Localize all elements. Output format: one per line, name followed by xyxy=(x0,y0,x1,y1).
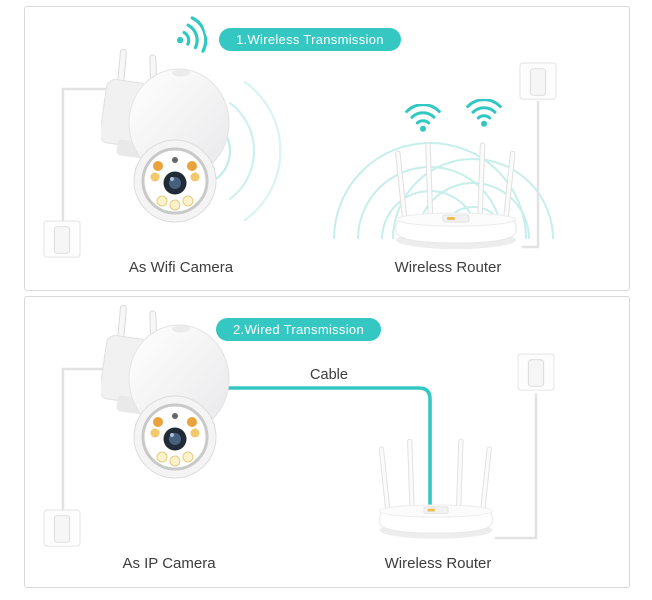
wireless-router-label: Wireless Router xyxy=(394,259,502,276)
router-power-cord xyxy=(522,101,540,249)
wall-outlet-icon xyxy=(519,62,557,100)
wireless-router-illustration xyxy=(378,438,493,540)
ethernet-cable-line xyxy=(211,386,432,515)
wired-transmission-panel: 2.Wired Transmission Cable As IP Camera … xyxy=(24,296,630,588)
wireless-panel-art xyxy=(43,14,557,258)
wifi-camera-label: As Wifi Camera xyxy=(128,259,234,276)
wired-panel-art xyxy=(43,305,555,547)
router-power-cord xyxy=(495,393,538,540)
cable-label: Cable xyxy=(310,367,348,383)
wall-outlet-icon xyxy=(517,353,555,391)
wired-transmission-badge: 2.Wired Transmission xyxy=(216,318,381,341)
wall-outlet-icon xyxy=(43,220,81,258)
ip-camera-illustration xyxy=(101,305,231,480)
ip-camera-label: As IP Camera xyxy=(122,555,216,572)
wall-outlet-icon xyxy=(43,509,81,547)
camera-power-cord xyxy=(61,367,116,512)
wireless-transmission-panel: 1.Wireless Transmission As Wifi Camera W… xyxy=(24,6,630,291)
wireless-router-illustration xyxy=(394,142,517,250)
wireless-transmission-badge: 1.Wireless Transmission xyxy=(219,28,401,51)
camera-power-cord xyxy=(61,87,119,222)
wifi-icon xyxy=(466,99,502,129)
wifi-icon xyxy=(405,104,441,134)
wifi-camera-illustration xyxy=(101,49,231,224)
wireless-router-label: Wireless Router xyxy=(384,555,492,572)
camera-wifi-icon xyxy=(170,14,212,60)
